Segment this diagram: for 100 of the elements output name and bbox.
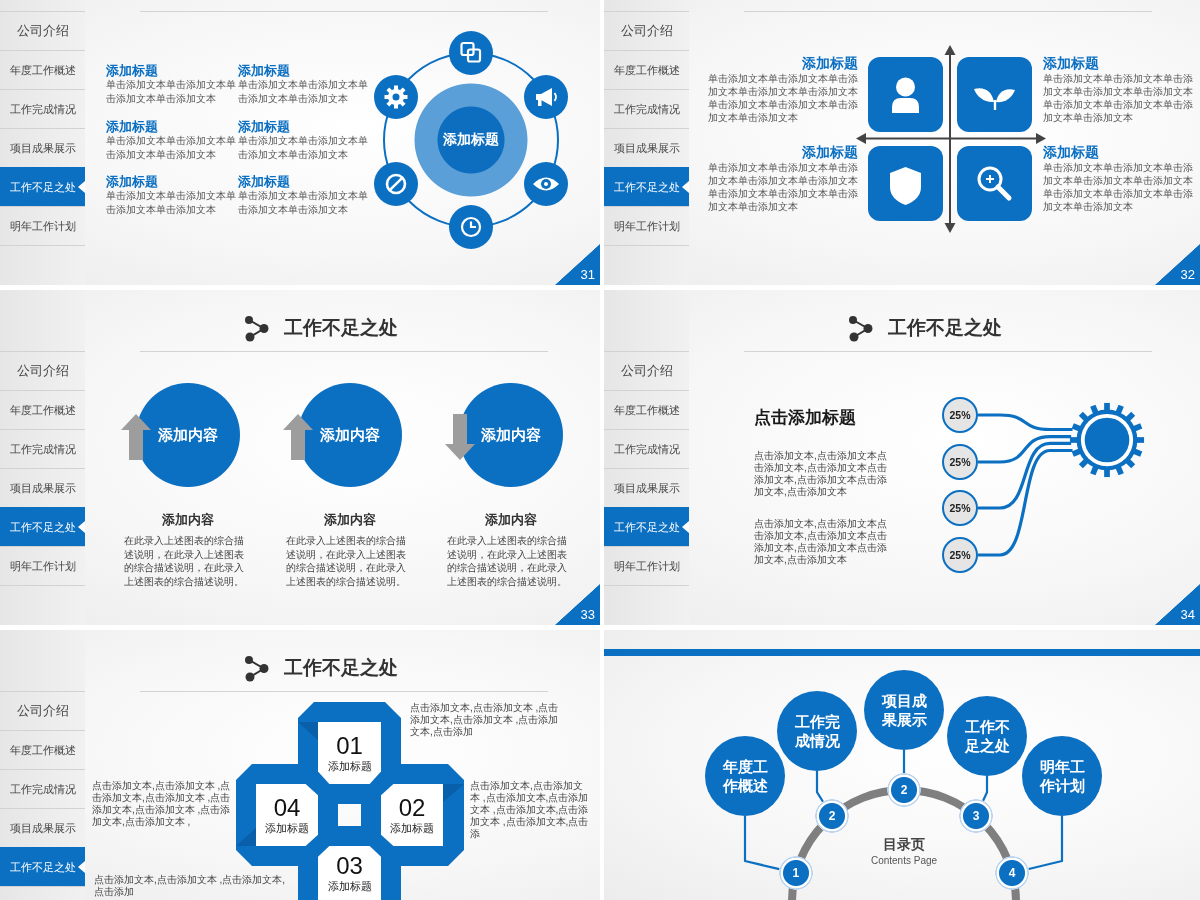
leader-line [902, 750, 906, 773]
menu-item: 工作完成情况 [0, 429, 85, 468]
menu-item: 年度工作概述 [604, 390, 689, 429]
page-number: 31 [555, 244, 600, 285]
step-number: 02 [398, 795, 426, 821]
heading-text: 添加标题 [1043, 144, 1099, 160]
body-text: 单击添加文本单击添加文本单击添加文本单击添加文本单击添加文本单击添加文本单击添加文本单击添加文本单击添加文本 [708, 161, 858, 213]
body-text: 点击添加文本,点击添加文本点击添加文本,点击添加文本点击添加文本,点击添加文本点击添加文本,点击添加文本 [754, 450, 888, 498]
step-box [256, 784, 318, 846]
body-text: 在此录入上述图表的综合描述说明，在此录入上述图表的综合描述说明，在此录入上述图表的综合描述说明。 [286, 534, 407, 588]
number-badge: 4 [995, 856, 1030, 890]
menu-item: 公司介绍 [604, 11, 689, 50]
topic-circle: 工作完成情况 [777, 691, 857, 771]
step-title: 添加标题 [390, 821, 434, 835]
heading-text: 添加标题 [106, 63, 158, 78]
step-title: 添加标题 [327, 759, 372, 773]
heading-text: 添加内容 [162, 511, 214, 528]
heading-text: 添加标题 [106, 119, 158, 134]
menu-item-selected: 工作不足之处 [0, 167, 85, 206]
menu-item-selected: 工作不足之处 [604, 167, 689, 206]
body-text: 点击添加文本,点击添加文本 ,点击添加文本,点击添加 [94, 874, 287, 898]
heading-text: 添加标题 [238, 119, 290, 134]
number-badge: 3 [959, 799, 993, 834]
percent-circle: 25% [942, 490, 978, 526]
body-text: 点击添加文本,点击添加文本 ,点击添加文本,点击添加文本 ,点击添加文本,点击添加文本 ,点击添加文本,点击添 [470, 780, 590, 840]
connector-line [978, 448, 1073, 557]
center-title: 目录页 [883, 835, 925, 853]
step-number: 01 [336, 733, 363, 759]
heading-text: 添加标题 [802, 55, 858, 71]
menu-item: 年度工作概述 [604, 50, 689, 89]
body-text: 单击添加文本单击添加文本单击添加文本单击添加文本单击添加文本单击添加文本单击添加文本单击添加文本单击添加文本 [1043, 161, 1193, 213]
menu-item: 明年工作计划 [0, 206, 85, 246]
connector-line [978, 434, 1072, 464]
percent-circle: 25% [942, 537, 978, 573]
menu-item: 年度工作概述 [0, 730, 85, 769]
menu-item: 公司介绍 [0, 351, 85, 390]
leader-line [982, 776, 989, 802]
step-number: 03 [336, 853, 363, 879]
body-text: 点击添加文本,点击添加文本 ,点击添加文本,点击添加文本 ,点击添加文本,点击添加文本 ,点击添加文本,点击添加文本 , [92, 780, 232, 828]
percent-circle: 25% [942, 444, 978, 480]
leader-line [815, 771, 824, 803]
hub-circle: 添加标题 [414, 83, 528, 197]
body-text: 在此录入上述图表的综合描述说明，在此录入上述图表的综合描述说明，在此录入上述图表的综合描述说明。 [447, 534, 568, 588]
slide-title: 工作不足之处 [888, 316, 1002, 340]
heading-text: 添加标题 [238, 63, 290, 78]
step-title: 添加标题 [327, 879, 372, 893]
menu-item: 年度工作概述 [0, 50, 85, 89]
step-box [318, 722, 381, 784]
body-text: 单击添加文本单击添加文本单击添加文本单击添加文本单击添加文本单击添加文本单击添加文本单击添加文本单击添加文本 [1043, 72, 1193, 124]
menu-item: 明年工作计划 [0, 546, 85, 586]
menu-item: 工作完成情况 [604, 89, 689, 128]
body-text: 单击添加文本单击添加文本单击添加文本单击添加文本 [238, 134, 368, 162]
menu-item: 工作完成情况 [0, 769, 85, 808]
heading-text: 添加标题 [238, 174, 290, 189]
number-badge: 2 [887, 773, 921, 807]
menu-item: 公司介绍 [0, 691, 85, 730]
step-box [381, 784, 443, 846]
heading-text: 添加内容 [324, 511, 376, 528]
leader-line [743, 816, 780, 871]
connector-line [978, 413, 1073, 432]
menu-item: 明年工作计划 [604, 546, 689, 586]
connector-line [978, 441, 1072, 510]
body-text: 单击添加文本单击添加文本单击添加文本单击添加文本 [106, 189, 236, 217]
menu-item: 工作完成情况 [604, 429, 689, 468]
heading-text: 添加内容 [485, 511, 537, 528]
menu-item-selected: 工作不足之处 [604, 507, 689, 546]
body-text: 在此录入上述图表的综合描述说明，在此录入上述图表的综合描述说明，在此录入上述图表的综合描述说明。 [124, 534, 245, 588]
body-text: 单击添加文本单击添加文本单击添加文本单击添加文本 [238, 78, 368, 106]
topic-circle: 工作不足之处 [947, 696, 1027, 776]
step-number: 04 [273, 795, 301, 821]
body-text: 点击添加文本,点击添加文本 ,点击添加文本,点击添加文本 ,点击添加文本,点击添加 [410, 702, 560, 738]
heading-text: 添加标题 [1043, 55, 1099, 71]
menu-item: 公司介绍 [0, 11, 85, 50]
heading-text: 点击添加标题 [754, 407, 856, 429]
menu-item: 工作完成情况 [0, 89, 85, 128]
body-text: 单击添加文本单击添加文本单击添加文本单击添加文本 [238, 189, 368, 217]
leader-line [1028, 816, 1064, 871]
heading-text: 添加标题 [106, 174, 158, 189]
subtitle-text: Contents Page [870, 855, 938, 867]
number-badge: 1 [778, 856, 813, 890]
body-text: 点击添加文本,点击添加文本点击添加文本,点击添加文本点击添加文本,点击添加文本点击添加文本,点击添加文本 [754, 518, 888, 566]
menu-item: 明年工作计划 [604, 206, 689, 246]
step-title: 添加标题 [265, 821, 309, 835]
heading-text: 添加标题 [802, 144, 858, 160]
gear-shape [1069, 402, 1145, 478]
page-number: 32 [1155, 244, 1200, 285]
menu-item-selected: 工作不足之处 [0, 507, 85, 546]
step-box [318, 846, 381, 900]
slide-title: 工作不足之处 [284, 656, 398, 680]
body-text: 单击添加文本单击添加文本单击添加文本单击添加文本 [106, 134, 236, 162]
menu-item-selected: 工作不足之处 [0, 847, 85, 887]
body-text: 单击添加文本单击添加文本单击添加文本单击添加文本 [106, 78, 236, 106]
menu-item: 年度工作概述 [0, 390, 85, 429]
percent-circle: 25% [942, 397, 978, 433]
menu-item: 公司介绍 [604, 351, 689, 390]
topic-circle: 年度工作概述 [705, 736, 785, 816]
topic-circle: 明年工作计划 [1022, 736, 1102, 816]
body-text: 单击添加文本单击添加文本单击添加文本单击添加文本单击添加文本单击添加文本单击添加文本单击添加文本单击添加文本 [708, 72, 858, 124]
slide-title: 工作不足之处 [284, 316, 398, 340]
page-number: 34 [1155, 584, 1200, 625]
